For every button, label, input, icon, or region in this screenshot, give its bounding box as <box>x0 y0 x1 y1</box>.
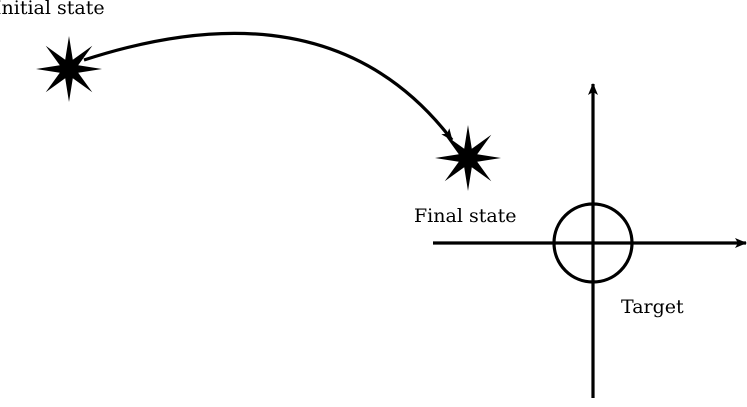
trajectory-arc <box>83 31 454 141</box>
target-crosshair-icon <box>433 83 747 398</box>
target-label: Target <box>621 296 684 318</box>
target-circle <box>552 202 634 284</box>
initial-state-label: Initial state <box>0 0 105 19</box>
initial-state-star-icon <box>36 36 102 102</box>
final-state-star-icon <box>435 125 501 191</box>
final-state-label: Final state <box>414 205 517 227</box>
